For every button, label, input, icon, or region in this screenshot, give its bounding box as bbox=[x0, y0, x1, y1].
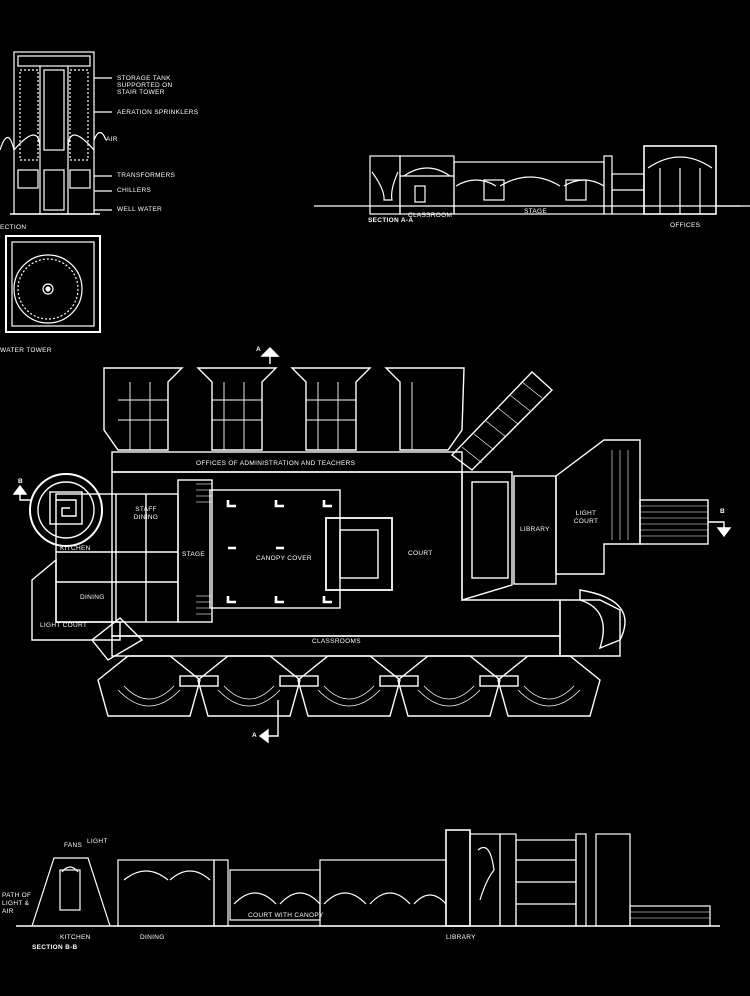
section-bb-fans: FANS bbox=[64, 842, 83, 849]
section-mark-a-top: A bbox=[256, 346, 261, 353]
callout-air: AIR bbox=[106, 136, 118, 143]
section-aa bbox=[314, 145, 750, 215]
room-dining: DINING bbox=[80, 594, 105, 601]
section-bb-path-line3: AIR bbox=[2, 908, 14, 915]
room-offices: OFFICES OF ADMINISTRATION AND TEACHERS bbox=[196, 460, 356, 467]
section-aa-stage: STAGE bbox=[524, 208, 548, 215]
section-bb-court: COURT WITH CANOPY bbox=[248, 912, 324, 919]
callout-transformers: TRANSFORMERS bbox=[117, 172, 176, 179]
section-aa-title: SECTION A-A bbox=[368, 217, 414, 224]
room-light-court-left: LIGHT COURT bbox=[40, 622, 88, 629]
room-classrooms: CLASSROOMS bbox=[312, 638, 361, 645]
section-mark-b-left: B bbox=[18, 478, 23, 485]
callout-supported-on: SUPPORTED ON bbox=[117, 82, 173, 89]
room-light-court-right: LIGHT COURT bbox=[573, 510, 599, 525]
section-bb bbox=[16, 829, 720, 927]
section-bb-path-line1: PATH OF bbox=[2, 892, 32, 899]
water-tower-plan-title: WATER TOWER bbox=[0, 347, 52, 354]
callout-chillers: CHILLERS bbox=[117, 187, 152, 194]
water-tower-section bbox=[0, 51, 112, 215]
section-bb-path-line2: LIGHT & bbox=[2, 900, 30, 907]
callout-well-water: WELL WATER bbox=[117, 206, 163, 213]
room-staff-dining: STAFF DINING bbox=[133, 506, 159, 521]
room-stage: STAGE bbox=[182, 551, 206, 558]
room-library: LIBRARY bbox=[520, 526, 550, 533]
section-bb-dining: DINING bbox=[140, 934, 165, 941]
water-tower-section-title: ECTION bbox=[0, 224, 27, 231]
section-mark-b-right: B bbox=[720, 508, 725, 515]
room-canopy-cover: CANOPY COVER bbox=[256, 555, 312, 562]
section-bb-library: LIBRARY bbox=[446, 934, 476, 941]
section-bb-title: SECTION B-B bbox=[32, 944, 78, 951]
callout-storage-tank: STORAGE TANK bbox=[117, 75, 171, 82]
room-court: COURT bbox=[408, 550, 433, 557]
room-kitchen: KITCHEN bbox=[60, 545, 91, 552]
section-aa-offices: OFFICES bbox=[670, 222, 701, 229]
callout-aeration-sprinklers: AERATION SPRINKLERS bbox=[117, 109, 199, 116]
section-bb-kitchen: KITCHEN bbox=[60, 934, 91, 941]
section-mark-a-bottom: A bbox=[252, 732, 257, 739]
floor-plan bbox=[12, 347, 732, 744]
water-tower-plan bbox=[5, 235, 101, 333]
callout-stair-tower: STAIR TOWER bbox=[117, 89, 165, 96]
section-bb-light: LIGHT bbox=[87, 838, 108, 845]
classroom-pods bbox=[97, 655, 601, 717]
section-arrows bbox=[12, 347, 732, 744]
section-aa-classroom: CLASSROOM bbox=[408, 212, 453, 219]
